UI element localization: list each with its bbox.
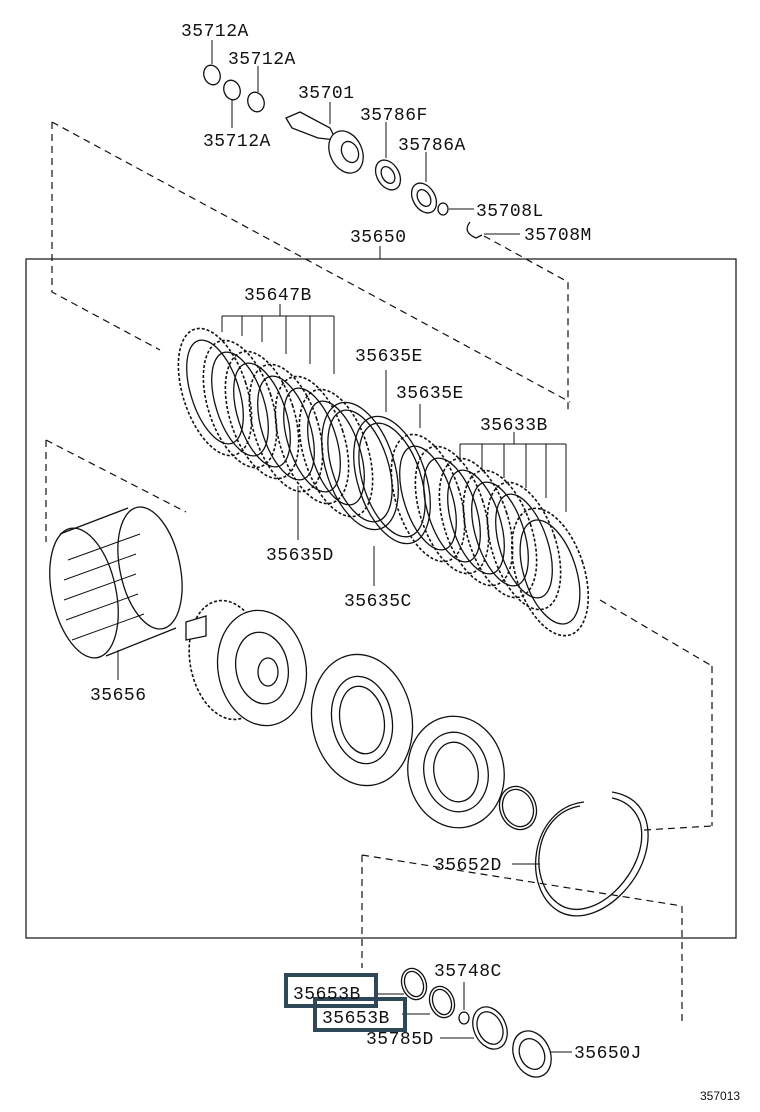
one-way-clutch-35656 bbox=[49, 506, 183, 680]
clutch-assembly-frame bbox=[25, 258, 737, 939]
label-35786a: 35786A bbox=[398, 136, 466, 156]
label-35635e-2: 35635E bbox=[396, 384, 464, 404]
clutch-discs-35633b bbox=[390, 433, 590, 637]
label-35653b-2: 35653B bbox=[322, 1009, 390, 1029]
thrust-bearing-35786f bbox=[374, 122, 402, 191]
highlight-box-35653b-2[interactable] bbox=[313, 997, 407, 1032]
o-ring-35708l bbox=[437, 202, 474, 216]
label-35650: 35650 bbox=[350, 228, 407, 248]
leader-35633b bbox=[459, 432, 567, 512]
snap-rings-35712a bbox=[203, 40, 265, 128]
seal-rings-35653b bbox=[374, 967, 456, 1019]
highlight-box-35653b-1[interactable] bbox=[284, 973, 378, 1008]
snap-ring-small bbox=[498, 785, 538, 831]
label-35785d: 35785D bbox=[366, 1030, 434, 1050]
label-35748c: 35748C bbox=[434, 962, 502, 982]
label-35652d: 35652D bbox=[434, 856, 502, 876]
thrust-bearing-35650j bbox=[512, 1030, 572, 1078]
o-ring-35748c bbox=[458, 982, 470, 1025]
figure-id: 357013 bbox=[700, 1089, 740, 1103]
label-35712a-mid: 35712A bbox=[228, 50, 296, 70]
label-35712a-top: 35712A bbox=[181, 22, 249, 42]
clutch-piston bbox=[310, 653, 414, 787]
clutch-hub bbox=[185, 599, 308, 727]
label-35656: 35656 bbox=[90, 686, 147, 706]
label-35708m: 35708M bbox=[524, 226, 592, 246]
clutch-discs-35647b bbox=[177, 327, 374, 518]
label-35635e-1: 35635E bbox=[355, 347, 423, 367]
thrust-washer-35785d bbox=[440, 1006, 508, 1050]
projection-lines bbox=[45, 121, 713, 1022]
label-35647b: 35647B bbox=[244, 286, 312, 306]
label-35701: 35701 bbox=[298, 84, 355, 104]
seal-ring-35708m bbox=[466, 221, 520, 239]
label-35708l: 35708L bbox=[476, 202, 544, 222]
label-35635d: 35635D bbox=[266, 546, 334, 566]
input-shaft-35701 bbox=[285, 102, 364, 174]
label-35786f: 35786F bbox=[360, 106, 428, 126]
snap-ring-35652d bbox=[512, 791, 649, 917]
label-35635c: 35635C bbox=[344, 592, 412, 612]
label-35712a-bottom: 35712A bbox=[203, 132, 271, 152]
thrust-washer-35786a bbox=[410, 152, 438, 214]
label-35650j: 35650J bbox=[574, 1044, 642, 1064]
return-spring-seat bbox=[407, 715, 505, 829]
leader-35647b bbox=[221, 304, 335, 374]
label-35653b-1: 35653B bbox=[293, 985, 361, 1005]
label-35633b: 35633B bbox=[480, 416, 548, 436]
